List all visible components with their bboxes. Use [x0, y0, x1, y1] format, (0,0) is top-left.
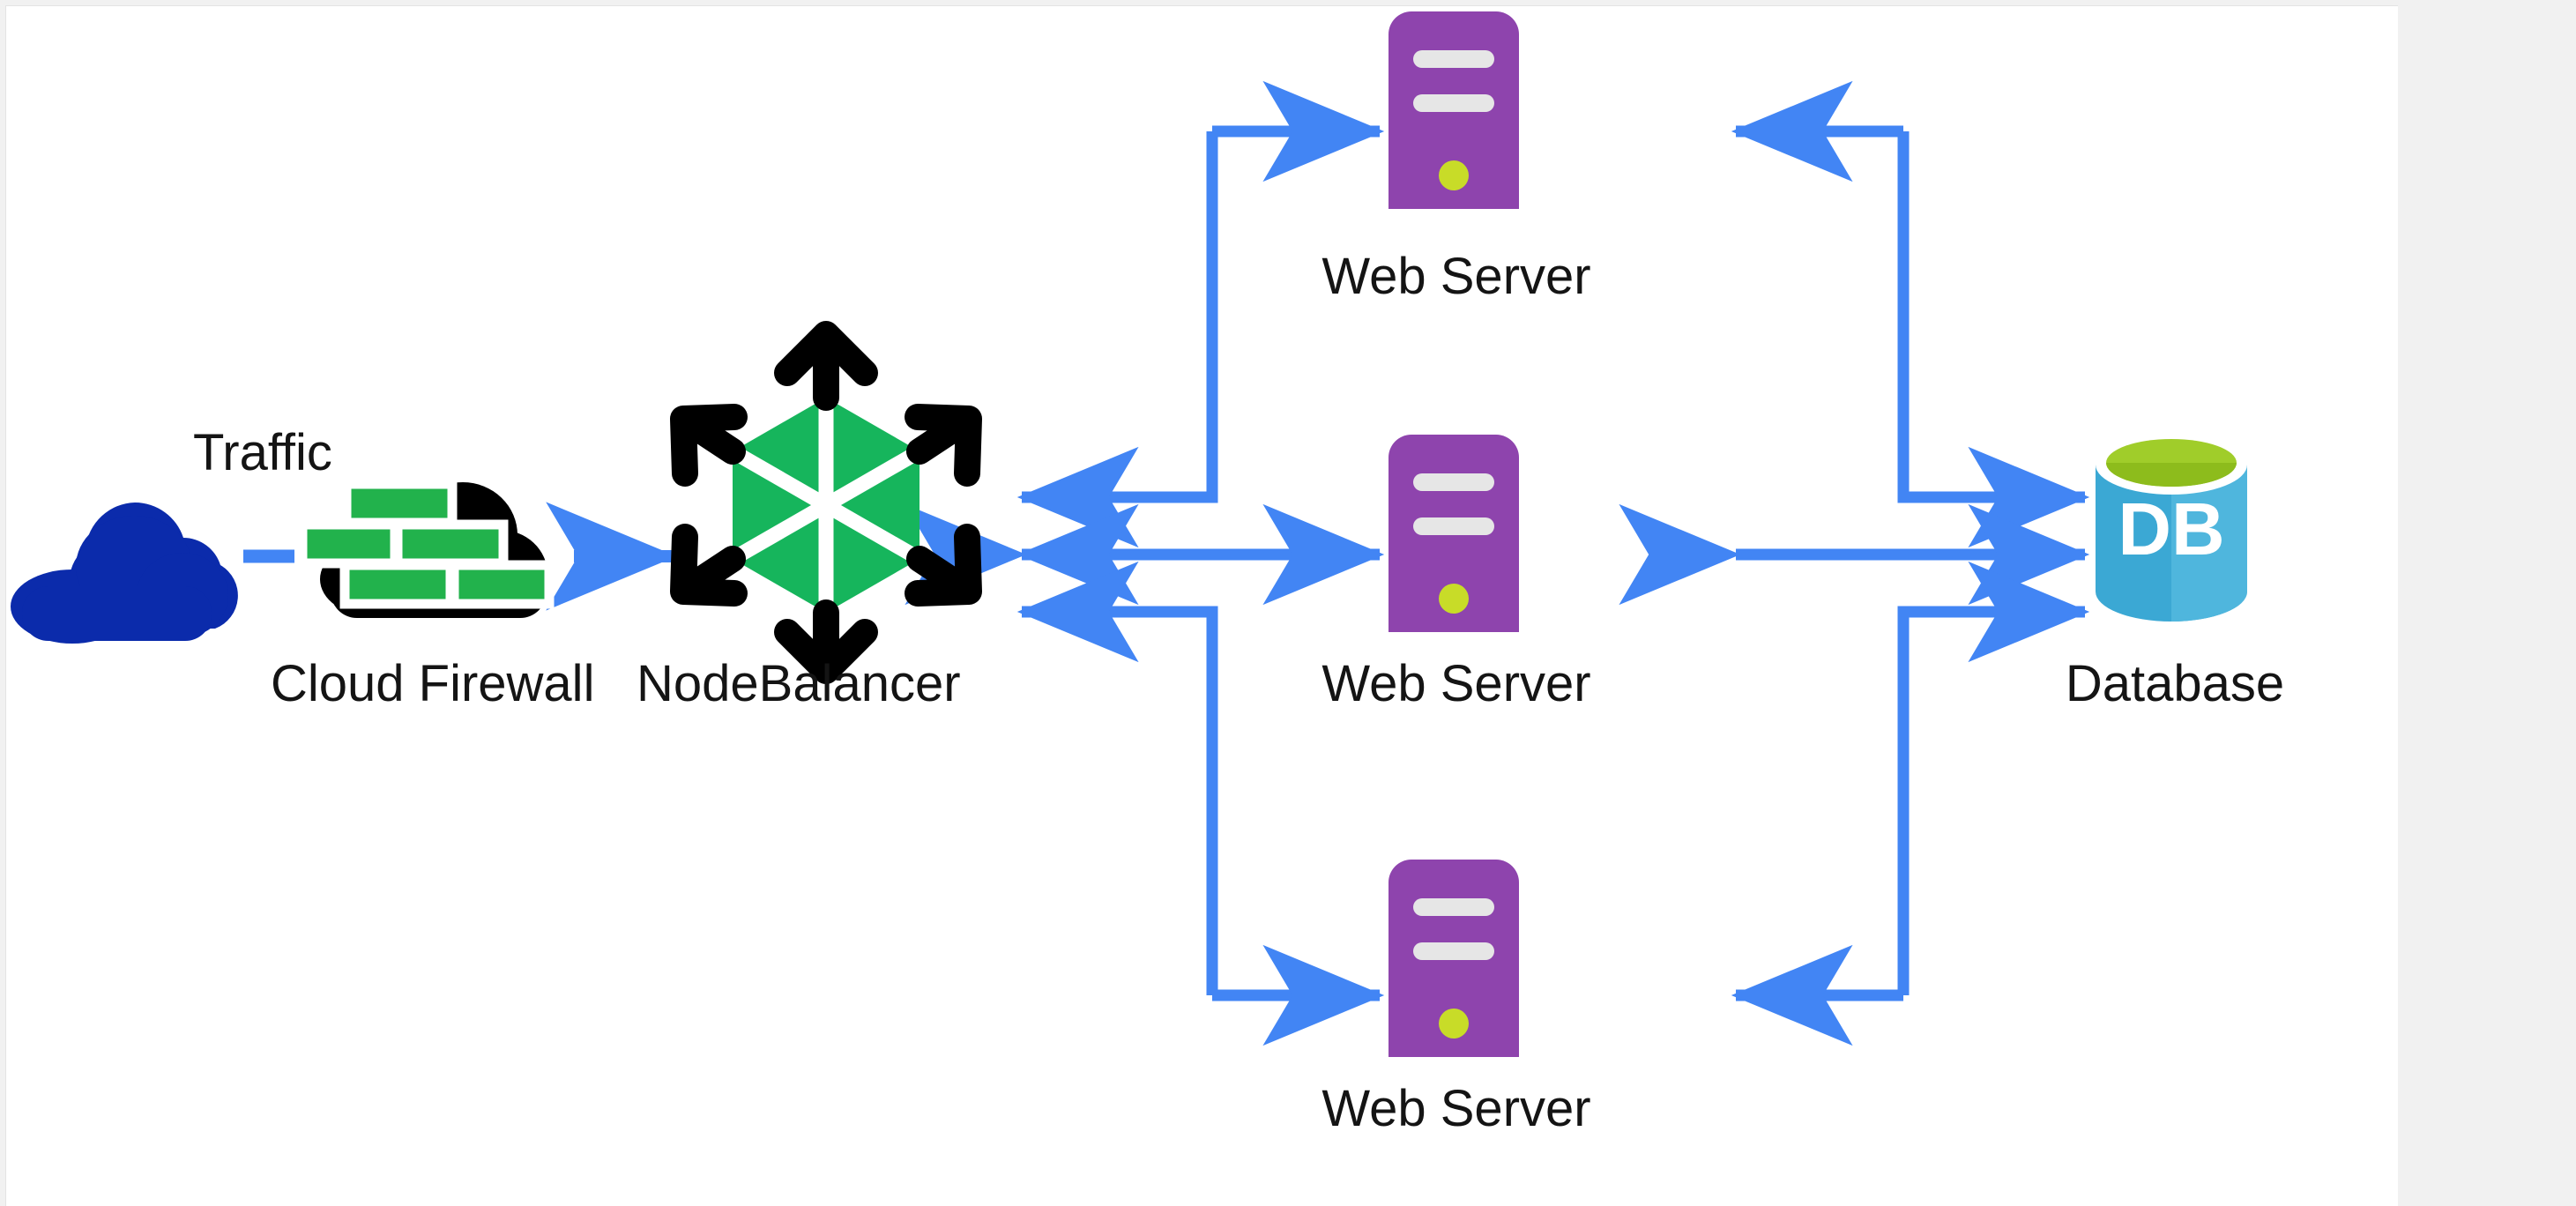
server-tower-icon — [1389, 435, 1519, 632]
server-tower-icon — [1389, 860, 1519, 1057]
diagram-canvas: DB Traffic Cloud Firewall NodeBalancer W… — [5, 5, 2398, 1206]
web-server-2-label: Web Server — [1322, 655, 1591, 712]
database-label: Database — [2065, 655, 2285, 712]
connector-webserver3-to-database — [1897, 561, 2090, 995]
cloud-icon — [11, 502, 238, 644]
database-cylinder-icon: DB — [2096, 435, 2247, 622]
nodebalancer-label: NodeBalancer — [637, 655, 961, 712]
database-badge-text: DB — [2118, 488, 2224, 570]
cloud-firewall-label: Cloud Firewall — [271, 655, 595, 712]
connector-webserver3-to-nodebalancer — [1016, 561, 1218, 995]
traffic-edge-label: Traffic — [193, 424, 332, 481]
nodebalancer-icon — [670, 321, 982, 684]
connector-webserver1-to-database — [1897, 131, 2090, 548]
web-server-3-label: Web Server — [1322, 1080, 1591, 1137]
connector-layer: DB — [11, 11, 2247, 1057]
firewall-cloud-icon — [297, 479, 555, 618]
web-server-1-label: Web Server — [1322, 248, 1591, 305]
server-tower-icon — [1389, 11, 1519, 209]
connector-webserver1-to-nodebalancer — [1016, 131, 1218, 548]
